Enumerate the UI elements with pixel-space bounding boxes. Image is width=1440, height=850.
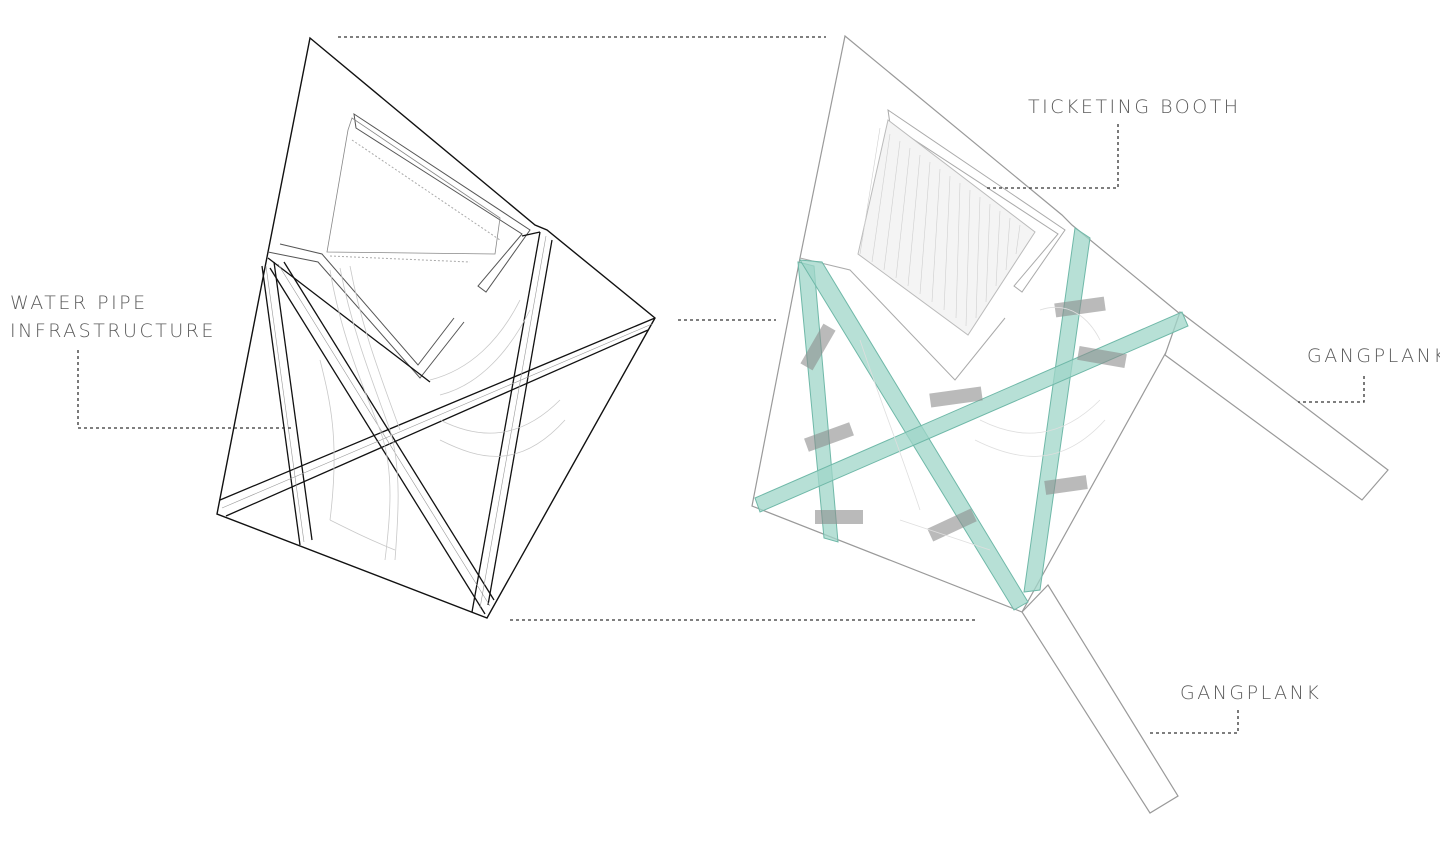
right-booth-hatching: [859, 127, 1021, 327]
label-water-pipe-line1: WATER PIPE: [10, 292, 148, 314]
label-ticketing-booth: TICKETING BOOTH: [1028, 96, 1241, 118]
left-platform-outline: [216, 36, 656, 619]
gangplank-right: [1164, 311, 1389, 501]
right-ticketing-booth: [799, 108, 1066, 381]
right-water-pipes: [859, 306, 1106, 551]
label-water-pipe-infrastructure: WATER PIPE INFRASTRUCTURE: [10, 289, 216, 345]
left-member-offsets: [221, 235, 653, 609]
leader-water-pipe: [77, 350, 292, 429]
leader-ticketing-booth: [985, 124, 1119, 189]
leader-gangplank-right: [1298, 376, 1365, 403]
left-ticketing-booth: [267, 112, 531, 379]
label-water-pipe-line2: INFRASTRUCTURE: [10, 320, 216, 342]
leader-gangplank-bottom: [1148, 710, 1239, 734]
dashed-connectors: [77, 36, 1365, 734]
right-plan: [751, 34, 1389, 814]
left-plan: [216, 36, 656, 619]
member-x-b: [1023, 227, 1091, 593]
gangplank-bottom: [1021, 584, 1179, 814]
member-horizontal-band: [754, 311, 1189, 513]
label-gangplank-right: GANGPLANK: [1307, 345, 1440, 367]
left-water-pipes: [319, 265, 566, 561]
left-structural-members: [219, 231, 656, 615]
right-platform-outline: [751, 34, 1186, 613]
label-gangplank-bottom: GANGPLANK: [1180, 682, 1322, 704]
